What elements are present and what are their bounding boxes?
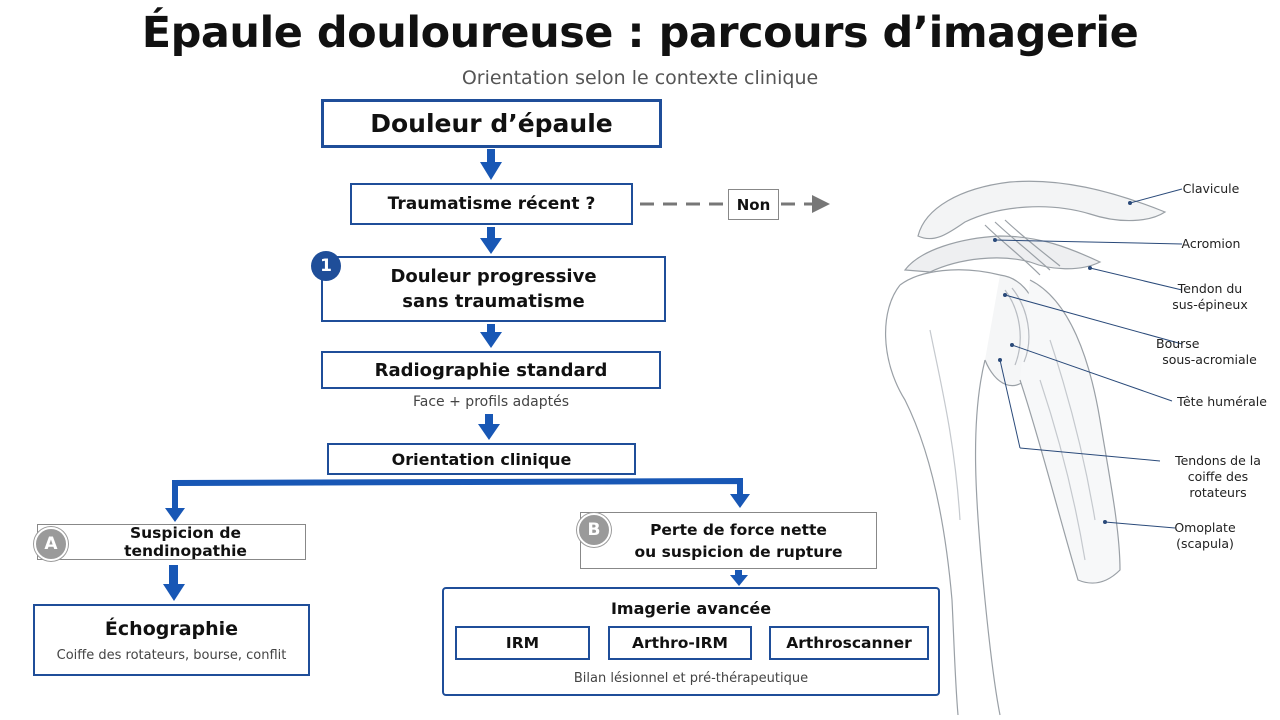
node-arthro-irm: Arthro-IRM [608, 626, 752, 660]
arrow-a-to-echo [163, 565, 185, 601]
node-echographie-caption: Coiffe des rotateurs, bourse, conflit [56, 647, 287, 663]
node-tendinopathie-label: Suspicion de tendinopathie [124, 524, 247, 560]
page-subtitle: Orientation selon le contexte clinique [461, 67, 819, 89]
dashed-arrowhead [812, 195, 830, 213]
arrow-start-to-trauma [480, 149, 502, 180]
node-tendinopathie: Suspicion de tendinopathie [37, 524, 306, 560]
shoulder-illustration [885, 180, 1167, 716]
branch-a-badge: A [34, 527, 68, 561]
radiographie-caption: Face + profils adaptés [413, 394, 569, 410]
arrow-progressive-to-radio [480, 324, 502, 348]
label-clavicule: Clavicule [1182, 181, 1240, 196]
node-irm: IRM [455, 626, 590, 660]
node-arthroscanner: Arthroscanner [769, 626, 929, 660]
node-progressive-line1: Douleur progressive [390, 266, 597, 287]
label-tete-humerale: Tête humérale [1177, 394, 1267, 409]
anatomy-leader-dots [993, 201, 1132, 524]
node-rupture-line1: Perte de force nette [650, 520, 827, 539]
node-non-label: Non [736, 195, 771, 214]
imagerie-avancee-caption: Bilan lésionnel et pré-thérapeutique [573, 671, 809, 686]
arrow-b-to-advanced [730, 570, 748, 586]
node-irm-label: IRM [505, 634, 540, 652]
node-arthro-irm-label: Arthro-IRM [632, 634, 728, 652]
node-arthroscanner-label: Arthroscanner [786, 634, 912, 652]
label-omoplate: Omoplate(scapula) [1174, 520, 1236, 551]
node-start: Douleur d’épaule [321, 99, 662, 148]
node-start-label: Douleur d’épaule [370, 109, 613, 138]
node-radiographie: Radiographie standard [321, 351, 661, 389]
node-rupture: Perte de force nette ou suspicion de rup… [580, 512, 877, 569]
node-echographie-title: Échographie [104, 617, 239, 640]
node-trauma: Traumatisme récent ? [350, 183, 633, 225]
node-radiographie-label: Radiographie standard [374, 359, 608, 381]
node-non: Non [728, 189, 779, 220]
branch-arrowheads [165, 494, 750, 522]
node-orientation: Orientation clinique [327, 443, 636, 475]
node-progressive: Douleur progressive sans traumatisme [321, 256, 666, 322]
branch-connector [172, 477, 743, 511]
node-progressive-line2: sans traumatisme [402, 291, 585, 312]
anatomy-leader-lines [994, 188, 1183, 529]
node-orientation-label: Orientation clinique [391, 449, 572, 469]
node-trauma-label: Traumatisme récent ? [387, 194, 596, 214]
page-title: Épaule douloureuse : parcours d’imagerie [141, 8, 1139, 58]
arrow-trauma-to-progressive [480, 227, 502, 254]
imagerie-avancee-title: Imagerie avancée [610, 599, 772, 618]
step-1-badge: 1 [311, 251, 341, 281]
node-rupture-line2: ou suspicion de rupture [634, 542, 843, 561]
branch-b-badge: B [577, 513, 611, 547]
label-acromion: Acromion [1181, 236, 1241, 251]
node-echographie: Échographie Coiffe des rotateurs, bourse… [33, 604, 310, 676]
arrow-radio-to-orientation [478, 414, 500, 440]
